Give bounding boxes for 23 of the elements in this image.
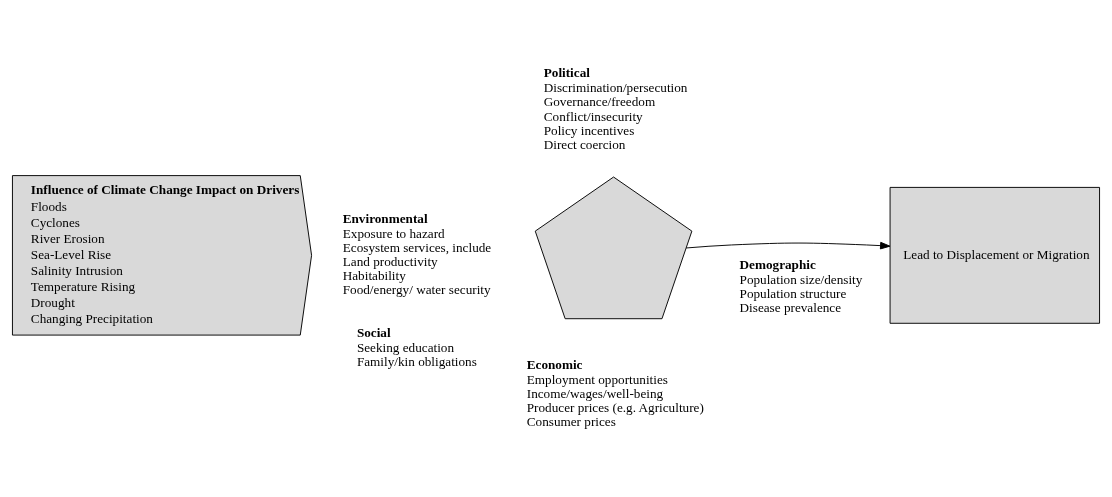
- label: Conflict/insecurity: [543, 108, 643, 124]
- label: Habitability: [342, 268, 406, 284]
- label: Producer prices (e.g. Agriculture): [526, 400, 704, 416]
- node-pentagon: [534, 176, 693, 320]
- label: Demographic: [739, 256, 816, 272]
- label: Income/wages/well-being: [526, 386, 664, 402]
- label: Seeking education: [356, 339, 455, 355]
- label: Disease prevalence: [739, 300, 842, 316]
- label: Social: [356, 324, 391, 340]
- label: Political: [543, 65, 590, 81]
- node-box: Lead to Displacement or Migration: [889, 186, 1101, 324]
- label: Discrimination/persecution: [543, 80, 688, 96]
- label: Policy incentives: [543, 122, 635, 138]
- label: Economic: [526, 356, 583, 372]
- label: Environmental: [342, 210, 428, 226]
- label: Population structure: [739, 286, 847, 301]
- label: Exposure to hazard: [342, 225, 445, 241]
- label: Employment opportunities: [526, 371, 668, 387]
- label: Population size/density: [739, 271, 863, 287]
- label: Food/energy/ water security: [342, 282, 491, 298]
- label: Governance/freedom: [543, 94, 656, 110]
- label: Consumer prices: [526, 414, 616, 430]
- arrow: [685, 241, 891, 250]
